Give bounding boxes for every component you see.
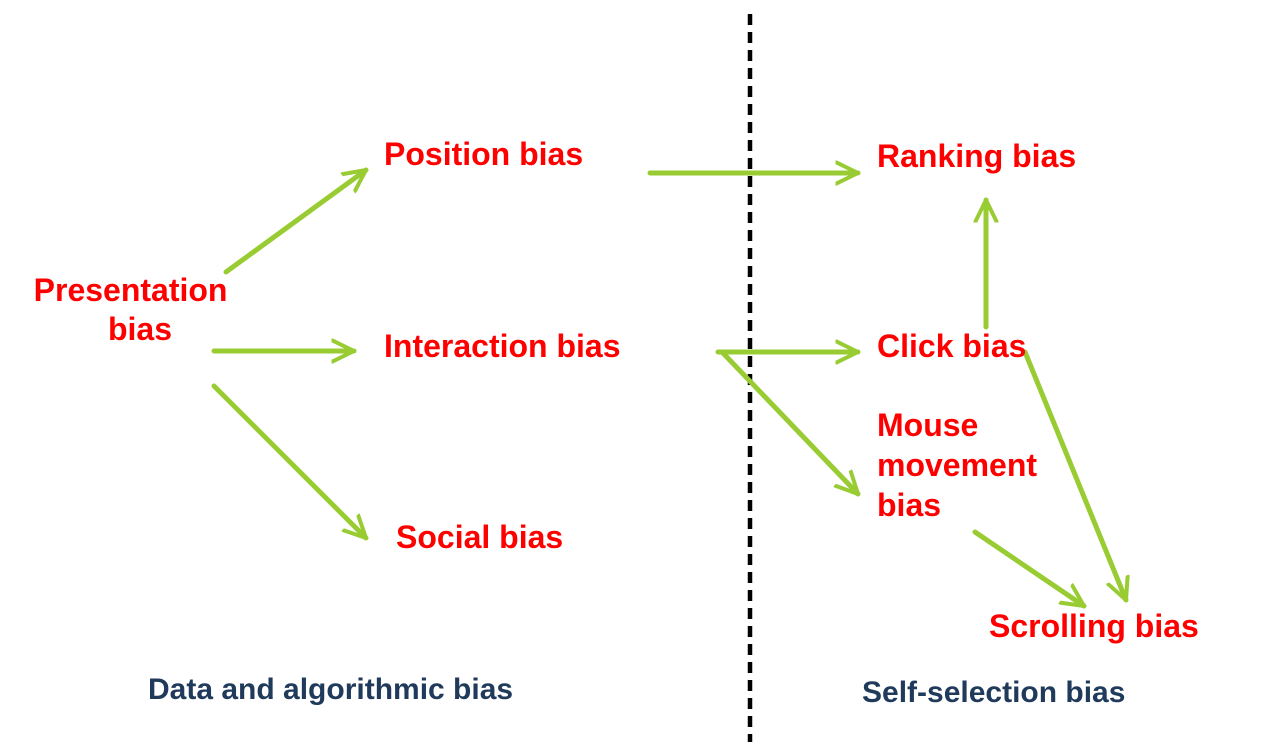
node-mouse-line-3: bias bbox=[877, 487, 941, 523]
edge-interaction-to-mouse bbox=[719, 349, 861, 497]
node-position-bias: Position bias bbox=[384, 136, 583, 172]
node-scrolling-bias: Scrolling bias bbox=[989, 608, 1199, 644]
node-mouse-movement-bias: Mouse movement bias bbox=[877, 407, 1046, 523]
edge-click-to-scrolling bbox=[1022, 349, 1126, 603]
node-presentation-bias: Presentation bias bbox=[34, 272, 237, 347]
node-presentation-line-2: bias bbox=[108, 311, 172, 347]
nodes: Presentation bias Position bias Interact… bbox=[34, 136, 1199, 644]
section-label-right: Self-selection bias bbox=[862, 676, 1125, 709]
node-presentation-line-1: Presentation bbox=[34, 272, 228, 308]
node-mouse-line-1: Mouse bbox=[877, 407, 978, 443]
node-mouse-line-2: movement bbox=[877, 447, 1037, 483]
node-social-bias: Social bias bbox=[396, 519, 563, 555]
edges bbox=[211, 167, 1126, 609]
edge-mouse-to-scrolling bbox=[972, 529, 1087, 609]
edge-presentation-to-position bbox=[223, 167, 369, 275]
edge-presentation-to-social bbox=[211, 383, 369, 541]
node-interaction-bias: Interaction bias bbox=[384, 328, 621, 364]
section-label-left: Data and algorithmic bias bbox=[148, 673, 513, 706]
node-click-bias: Click bias bbox=[877, 328, 1026, 364]
node-ranking-bias: Ranking bias bbox=[877, 138, 1076, 174]
